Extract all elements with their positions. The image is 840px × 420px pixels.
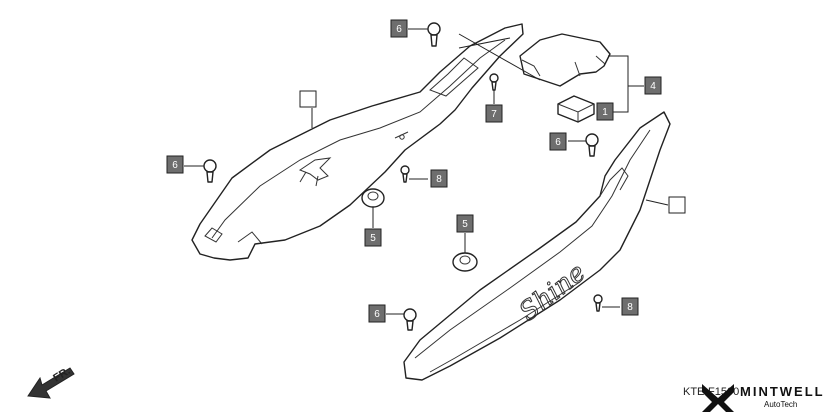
callout-5-left: 5	[364, 228, 382, 247]
brand-subtitle: AutoTech	[764, 400, 797, 409]
left-side-cover	[191, 23, 524, 261]
grommet-right	[452, 252, 478, 272]
svg-text:1: 1	[602, 107, 608, 118]
bolt-seven	[489, 73, 499, 91]
callout-6-left: 6	[166, 155, 184, 174]
svg-text:5: 5	[462, 219, 468, 230]
svg-text:7: 7	[491, 109, 497, 120]
brand-name: MINTWELL	[740, 384, 825, 399]
svg-text:8: 8	[627, 302, 633, 313]
front-direction-arrow: FR.	[27, 365, 75, 399]
callout-6-right: 6	[549, 132, 567, 151]
svg-text:6: 6	[172, 160, 178, 171]
screw-left	[203, 159, 217, 183]
svg-text:8: 8	[436, 174, 442, 185]
rear-grab-handle	[519, 33, 611, 87]
callout-6-bottom: 6	[368, 304, 386, 323]
rubber-pad	[557, 95, 595, 123]
brand-logo: MINTWELL AutoTech	[702, 384, 825, 412]
callout-1: 1	[596, 102, 614, 121]
callout-5-right: 5	[456, 214, 474, 233]
reference-box-right-cover	[668, 196, 686, 214]
brand-mark-icon	[702, 384, 734, 412]
svg-text:6: 6	[374, 309, 380, 320]
callout-8-left: 8	[430, 169, 448, 188]
callout-8-right: 8	[621, 297, 639, 316]
svg-text:4: 4	[650, 81, 656, 92]
reference-box-left-cover	[299, 90, 317, 108]
bolt-eight-right	[593, 294, 603, 312]
callout-7: 7	[485, 104, 503, 123]
grommet-left	[361, 188, 385, 208]
bolt-eight-left	[400, 165, 410, 183]
screw-right	[585, 133, 599, 157]
svg-text:6: 6	[555, 137, 561, 148]
right-side-cover	[403, 111, 671, 381]
screw-top	[427, 22, 441, 47]
screw-bottom	[403, 308, 417, 331]
callout-6-top: 6	[390, 19, 408, 38]
svg-text:5: 5	[370, 233, 376, 244]
svg-text:6: 6	[396, 24, 402, 35]
leader-lines	[184, 28, 669, 315]
callout-4: 4	[644, 76, 662, 95]
